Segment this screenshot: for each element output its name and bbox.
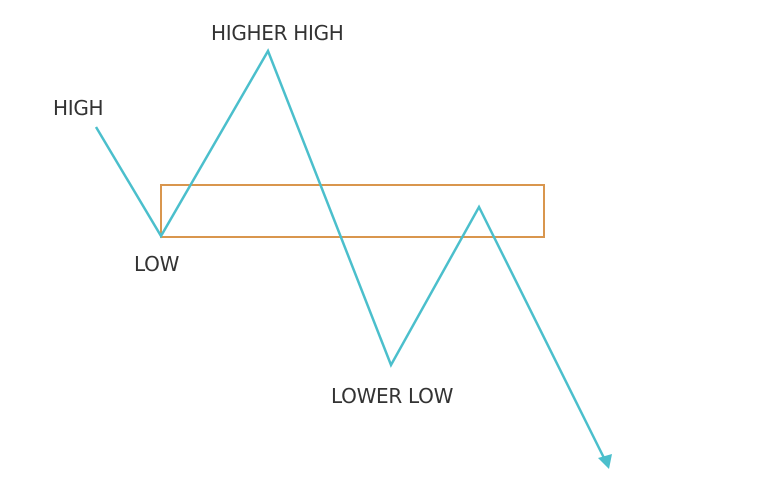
label-low: LOW [134, 252, 180, 276]
zone-box [160, 184, 545, 238]
label-lower-low: LOWER LOW [331, 384, 454, 408]
arrow-down-icon [598, 454, 612, 469]
price-path-line [94, 48, 608, 463]
label-high: HIGH [53, 96, 104, 120]
label-higher-high: HIGHER HIGH [211, 21, 344, 45]
